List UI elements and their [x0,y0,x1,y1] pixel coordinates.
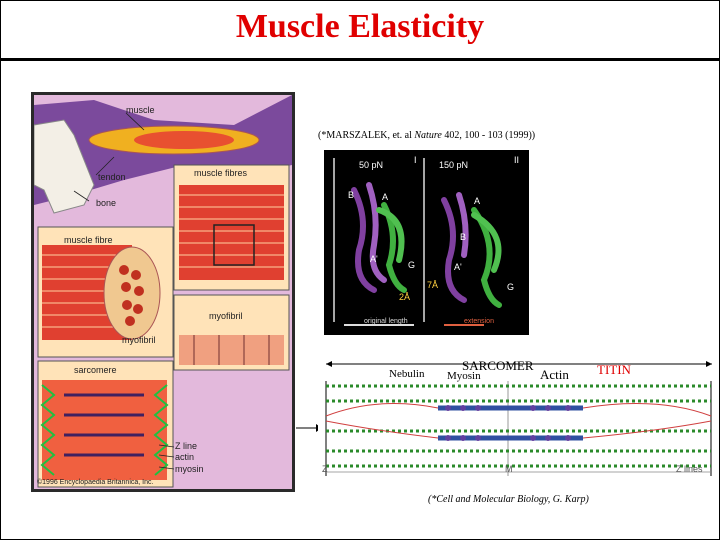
title-rule [0,58,720,61]
bone-shape [34,119,95,214]
strand-a-prime-right: A' [454,262,462,272]
label-myofibril: myofibril [209,311,243,321]
label-myosin: myosin [175,464,204,474]
strand-a-right: A [474,196,481,206]
protein-structure-figure: 50 pN 150 pN I II B A A' G B A A' G 2Å 7… [324,150,529,335]
myosin-label: Myosin [447,370,481,382]
strand-b-right: B [460,232,467,242]
muscle-core [134,131,234,149]
strand-a-prime-left: A' [370,254,378,264]
sarcomer-label: SARCOMER [462,358,534,373]
label-bone: bone [96,198,117,208]
label-muscle-fibres: muscle fibres [194,168,248,178]
label-sarcomere: sarcomere [74,365,117,375]
legend-original-length: original length [364,318,408,325]
strand-g-left: G [408,260,416,270]
force-label-left: 50 pN [359,160,384,170]
distance-left: 2Å [399,292,411,302]
numeral-right: II [514,155,520,165]
axis-m-label: M [505,464,513,474]
label-muscle-fibre: muscle fibre [64,235,113,245]
label-myofibril-2: myofibril [122,335,156,345]
label-muscle: muscle [126,105,155,115]
strand-b-left: B [348,190,355,200]
nebulin-label: Nebulin [389,368,425,380]
titin-label: TITIN [597,362,631,377]
muscle-anatomy-drawing [34,95,292,488]
distance-right: 7Å [427,280,439,290]
numeral-left: I [414,155,417,165]
strand-g-right: G [507,282,515,292]
muscle-anatomy-figure: muscle tendon bone muscle fibres muscle … [31,92,295,492]
label-tendon: tendon [98,172,126,182]
legend-extension: extension [464,318,494,325]
slide-title: Muscle Elasticity [235,8,485,45]
sarcomere-drawing [325,381,712,476]
sarcomere-drawing [40,380,169,480]
fibre-cylinder [42,245,161,340]
label-copyright: ©1996 Encyclopaedia Britannica, Inc. [37,479,154,486]
label-z-line: Z line [175,441,198,451]
sarcomere-citation: (*Cell and Molecular Biology, G. Karp) [428,494,589,505]
myofibril-strip [179,335,284,365]
axis-zlines-label: Z lines [676,464,703,474]
sarcomere-diagram: Z M Z lines [318,376,718,486]
strand-a-left: A [382,192,389,202]
force-label-right: 150 pN [439,160,469,170]
actin-label: Actin [540,367,569,382]
fibres-bundle [179,185,284,280]
axis-z-label: Z [322,464,328,474]
label-actin: actin [175,452,195,462]
protein-structure-drawing [333,158,502,326]
structure-citation: (*MARSZALEK, et. al Nature 402, 100 - 10… [318,130,536,141]
